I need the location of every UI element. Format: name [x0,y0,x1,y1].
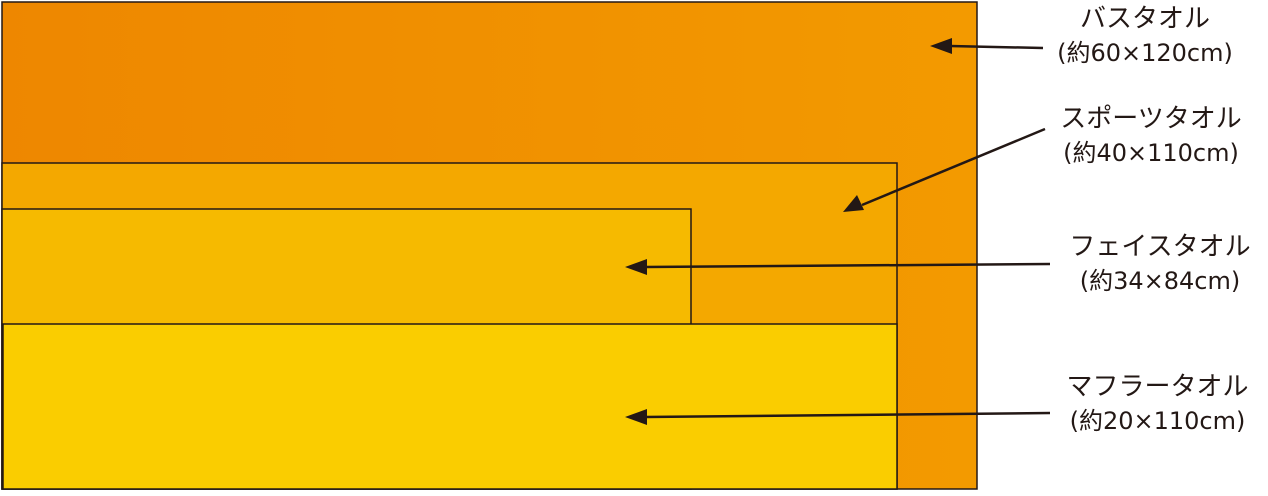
face-towel-arrowhead [625,259,647,275]
bath-towel-arrowhead [930,38,952,54]
sports-towel-arrow [861,127,1046,207]
sports-towel-label: スポーツタオル (約40×110cm) [1040,102,1262,169]
muffler-towel-name: マフラータオル [1066,372,1249,402]
muffler-towel-label: マフラータオル (約20×110cm) [1050,370,1265,437]
sports-towel-name: スポーツタオル [1060,104,1242,134]
sports-towel-arrowhead [843,195,864,212]
bath-towel-size: (約60×120cm) [1057,39,1233,68]
muffler-towel-size: (約20×110cm) [1069,407,1246,436]
face-towel-size: (約34×84cm) [1079,267,1241,296]
face-towel-name: フェイスタオル [1069,232,1251,262]
muffler-towel-arrow [644,411,1051,419]
bath-towel-arrow [949,44,1044,50]
face-towel-label: フェイスタオル (約34×84cm) [1055,230,1265,297]
muffler-towel-rect [2,323,898,490]
bath-towel-name: バスタオル [1079,4,1210,34]
muffler-towel-arrowhead [625,409,647,425]
bath-towel-label: バスタオル (約60×120cm) [1040,2,1250,69]
face-towel-arrow [644,262,1051,269]
sports-towel-size: (約40×110cm) [1063,139,1239,168]
